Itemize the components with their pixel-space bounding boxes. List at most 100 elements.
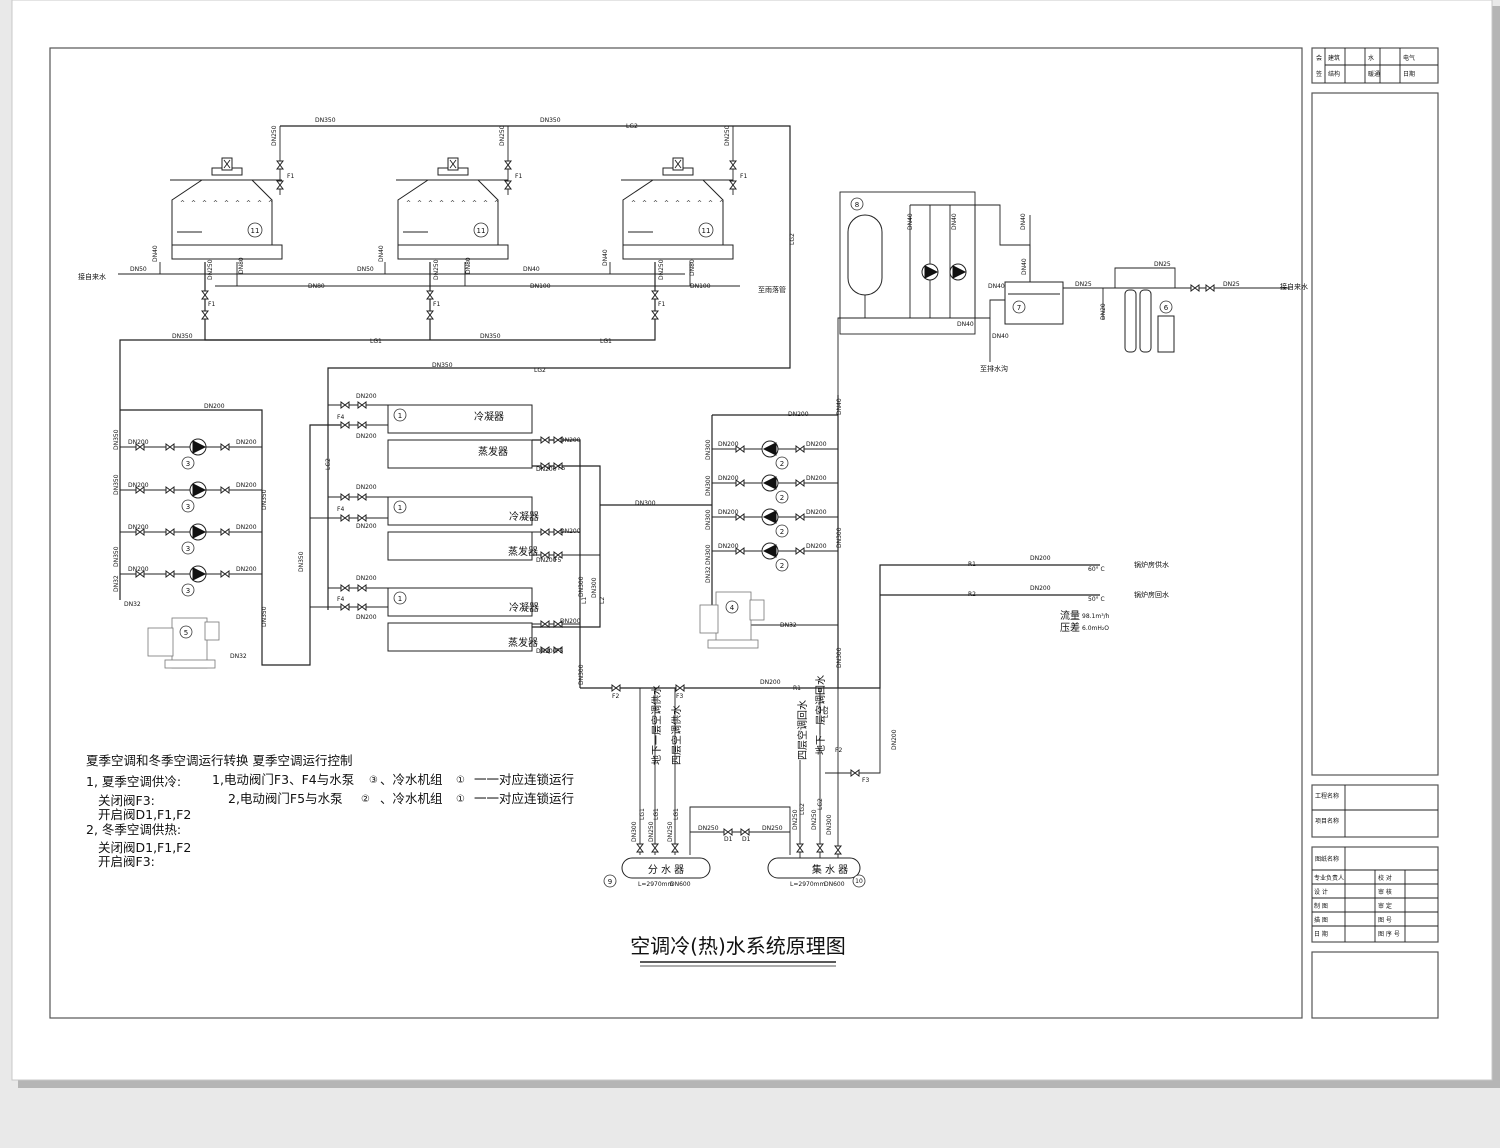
notes-line6: 开启阀F3: (98, 854, 155, 869)
operation-notes: 夏季空调和冬季空调运行转换 夏季空调运行控制 1, 夏季空调供冷: 1,电动阀门… (86, 753, 574, 869)
to-rain-pipe: 至雨落管 (758, 285, 786, 294)
pipe-size-label: DN32 (124, 601, 141, 608)
pipe-size-label: LG1 (639, 808, 646, 820)
to-drain: 至排水沟 (980, 364, 1008, 373)
pipe-size-label: R1 (968, 561, 976, 568)
pipe-size-label: DN250 (698, 825, 719, 832)
makeup-pumps (921, 263, 967, 281)
pipe-size-label: DN200 (536, 557, 557, 564)
pump-icon (192, 525, 207, 539)
callout-3: 3 (186, 587, 190, 595)
valve-tag: F5 (554, 557, 561, 564)
valve-tag: F5 (558, 465, 565, 472)
valve-tag: F1 (515, 173, 522, 180)
branch-b1-return: 地下一层空调回水 (814, 675, 827, 755)
valve-icon (357, 401, 367, 409)
pipe-size-label: R2 (968, 591, 976, 598)
pipe-size-label: DN300 (705, 475, 712, 496)
evaporator-label: 蒸发器 (508, 636, 538, 649)
spray-mark: ^ (191, 200, 196, 207)
spray-mark: ^ (417, 200, 422, 207)
pipe-size-label: DN50 (130, 266, 147, 273)
callout-1: 1 (398, 504, 402, 512)
callout-7: 7 (1017, 304, 1021, 312)
pipe-size-label: DN40 (378, 245, 385, 262)
collector-label: 集 水 器 (812, 863, 848, 876)
pipe-size-label: LG2 (534, 367, 546, 374)
valve-tag: F2 (612, 693, 619, 700)
tb-row-label: 制 图 (1314, 902, 1328, 910)
valve-icon (340, 401, 350, 409)
pipe-size-label: DN350 (315, 117, 336, 124)
evaporator (387, 622, 533, 652)
notes-line1a-end: 一一对应连锁运行 (474, 772, 574, 787)
valve-tag: F1 (287, 173, 294, 180)
valve-icon (165, 570, 175, 578)
valve-icon (357, 493, 367, 501)
circulation-pump-unit-5: 5 (147, 617, 220, 669)
pipe-size-label: DN350 (298, 551, 305, 572)
pipe-size-label: DN300 (705, 439, 712, 460)
pipe-size-label: DN200 (236, 566, 257, 573)
spray-mark: ^ (235, 200, 240, 207)
condenser-label: 冷凝器 (509, 601, 539, 614)
spray-mark: ^ (450, 200, 455, 207)
pipe-size-label: DN32 (780, 622, 797, 629)
tb-cell: 签 (1316, 70, 1322, 78)
pipe-size-label: DN32 (230, 653, 247, 660)
spray-mark: ^ (631, 200, 636, 207)
pipe-size-label: DN32 (705, 566, 712, 583)
valve-icon (201, 290, 209, 300)
cooling-tower: ^^^^^^^^^11 (396, 157, 509, 260)
valve-icon (540, 462, 550, 470)
pipe-size-label: LG2 (626, 123, 638, 130)
water-collector: 集 水 器 L=2970mm DN600 10 (767, 857, 866, 888)
pipe-size-label: DN350 (540, 117, 561, 124)
valve-icon (340, 514, 350, 522)
valve-icon (340, 603, 350, 611)
callout-3: 3 (186, 545, 190, 553)
tb-cell: 结构 (1328, 70, 1340, 78)
pipe-size-label: DN80 (308, 283, 325, 290)
pipe-size-label: DN200 (128, 566, 149, 573)
pipe-size-label: DN200 (128, 482, 149, 489)
pipe-size-label: DN200 (718, 441, 739, 448)
pipe-size-label: DN200 (536, 466, 557, 473)
valve-icon (165, 528, 175, 536)
callout-4: 4 (730, 604, 735, 612)
cooling-tower: ^^^^^^^^^11 (170, 157, 283, 260)
callout-11: 11 (702, 227, 711, 235)
pipe-size-label: DN350 (432, 362, 453, 369)
condenser-label: 冷凝器 (474, 410, 504, 423)
valve-tag: F3 (676, 693, 683, 700)
pipe-size-label: DN300 (578, 664, 585, 685)
valve-icon (671, 843, 679, 853)
pipe-size-label: DN100 (530, 283, 551, 290)
spray-mark: ^ (202, 200, 207, 207)
pipe-size-label: DN80 (689, 259, 696, 276)
valve-icon (553, 528, 563, 536)
pipe-size-label: DN200 (560, 528, 581, 535)
callout-10: 10 (855, 878, 863, 885)
notes-line1a: 1,电动阀门F3、F4与水泵 (212, 772, 354, 787)
pump-icon (762, 442, 777, 456)
condenser (387, 587, 533, 617)
spray-mark: ^ (472, 200, 477, 207)
tb-row-label: 图 序 号 (1378, 930, 1400, 938)
valve-icon (220, 570, 230, 578)
tb-row-label: 审 定 (1378, 902, 1392, 910)
pipe-size-label: LG2 (789, 233, 796, 245)
spray-mark: ^ (224, 200, 229, 207)
condenser (387, 496, 533, 526)
spray-mark: ^ (483, 200, 488, 207)
tb-row-label: 图 号 (1378, 917, 1392, 924)
valve-icon (220, 443, 230, 451)
pipe-size-label: DN200 (806, 441, 827, 448)
condenser (387, 404, 533, 434)
valve-tag: F1 (208, 301, 215, 308)
flow-label: 流量 (1060, 609, 1080, 622)
valve-icon (675, 684, 685, 692)
spray-mark: ^ (439, 200, 444, 207)
